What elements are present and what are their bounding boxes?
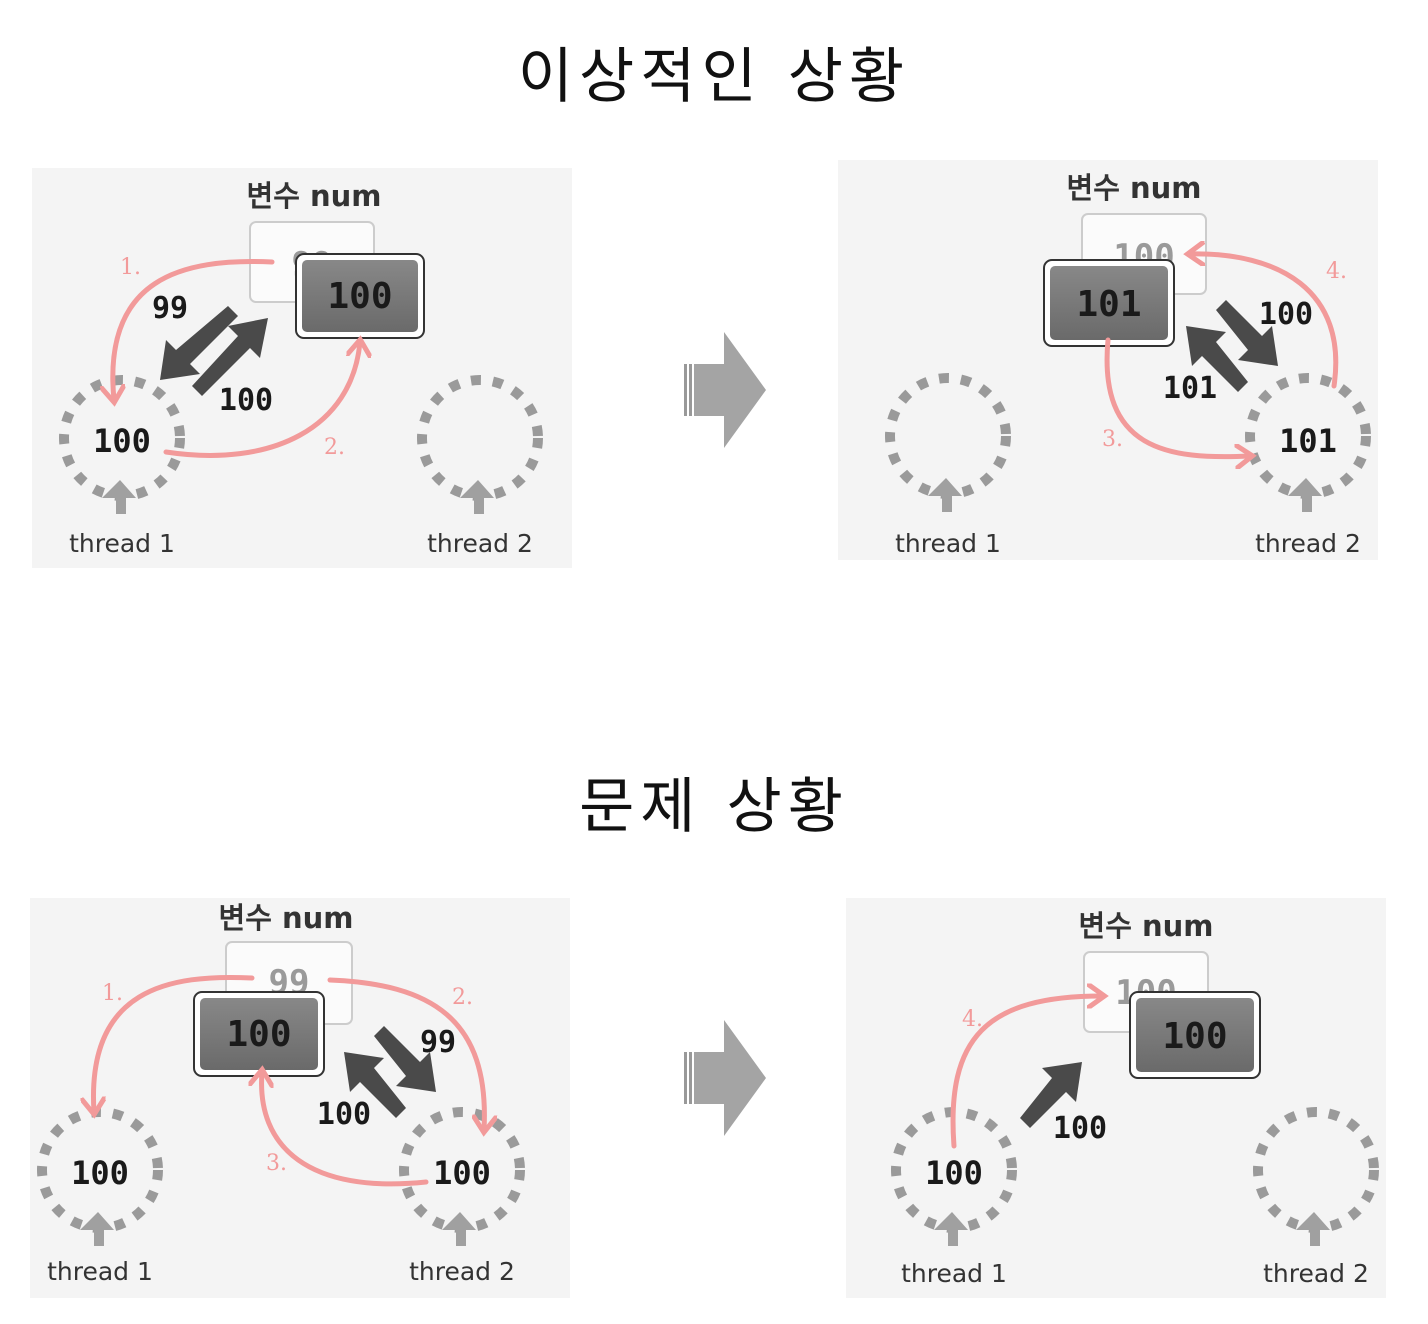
step4-arrow [1190,254,1339,389]
step2-arrow [327,977,484,1130]
thread1-value: 100 [925,1154,983,1192]
step3-label: 3. [1102,427,1123,452]
write-value: 100 [1053,1111,1107,1146]
thread2-icon [417,375,543,514]
right-arrow-icon [684,332,766,448]
write-arrow [1186,326,1248,392]
thread2-label: thread 2 [1263,1259,1369,1288]
svg-text:100: 100 [1162,1016,1227,1057]
thread1-label: thread 1 [69,529,175,558]
var-label: 변수 num [219,901,354,935]
step1-arrow [93,974,255,1112]
write-value: 101 [1163,371,1217,406]
var-label: 변수 num [1067,171,1202,205]
write-value: 100 [317,1097,371,1132]
ideal-before-panel: 변수 num 99 100 99 100 100 thread 1 [32,168,572,568]
thread1-label: thread 1 [895,529,1001,558]
var-label: 변수 num [1079,909,1214,943]
value-box: 100 [295,253,425,339]
step2-label: 2. [452,985,473,1010]
step4-label: 4. [962,1007,983,1032]
step2-label: 2. [324,435,345,460]
value-box: 101 [1043,259,1175,347]
thread2-value: 101 [1279,422,1337,460]
read-arrow [1216,300,1278,366]
thread2-icon [399,1107,525,1246]
step4-label: 4. [1326,259,1347,284]
read-arrow [160,306,238,380]
thread1-label: thread 1 [47,1257,153,1286]
thread1-icon [59,375,185,514]
thread2-label: thread 2 [1255,529,1361,558]
step1-arrow [113,259,275,400]
step2-arrow [163,342,360,458]
step4-arrow [950,996,1102,1149]
read-value: 99 [420,1025,456,1060]
write-arrow [344,1052,406,1118]
read-value: 99 [152,291,188,326]
problem-case-title: 문제 상황 [579,772,849,842]
problem-after-panel: 변수 num 100 100 100 100 thread 1 thread 2… [846,898,1386,1298]
thread1-value: 100 [93,422,151,460]
step1-label: 1. [102,981,123,1006]
ideal-case-title: 이상적인 상황 [517,42,911,112]
thread2-value: 100 [433,1154,491,1192]
thread1-value: 100 [71,1154,129,1192]
step1-label: 1. [120,255,141,280]
thread2-label: thread 2 [427,529,533,558]
thread1-label: thread 1 [901,1259,1007,1288]
problem-before-panel: 변수 num 99 100 99 100 100 thread 1 100 th… [30,898,570,1298]
var-label: 변수 num [247,179,382,213]
thread2-label: thread 2 [409,1257,515,1286]
right-arrow-icon [684,1020,766,1136]
thread2-icon [1245,373,1371,512]
svg-text:100: 100 [226,1014,291,1055]
svg-text:100: 100 [327,276,392,317]
write-arrow [192,318,268,396]
thread1-icon [885,373,1011,512]
step3-label: 3. [266,1151,287,1176]
write-value: 100 [219,383,273,418]
read-arrow [374,1026,436,1092]
step3-arrow [1104,337,1250,457]
svg-text:101: 101 [1076,284,1141,325]
ideal-after-panel: 변수 num 100 101 100 101 thread 1 101 thre… [838,160,1378,560]
thread2-icon [1253,1107,1379,1246]
value-box: 100 [1129,991,1261,1079]
read-value: 100 [1259,297,1313,332]
value-box: 100 [193,991,325,1077]
write-arrow [1020,1062,1082,1128]
step3-arrow [262,1072,429,1187]
